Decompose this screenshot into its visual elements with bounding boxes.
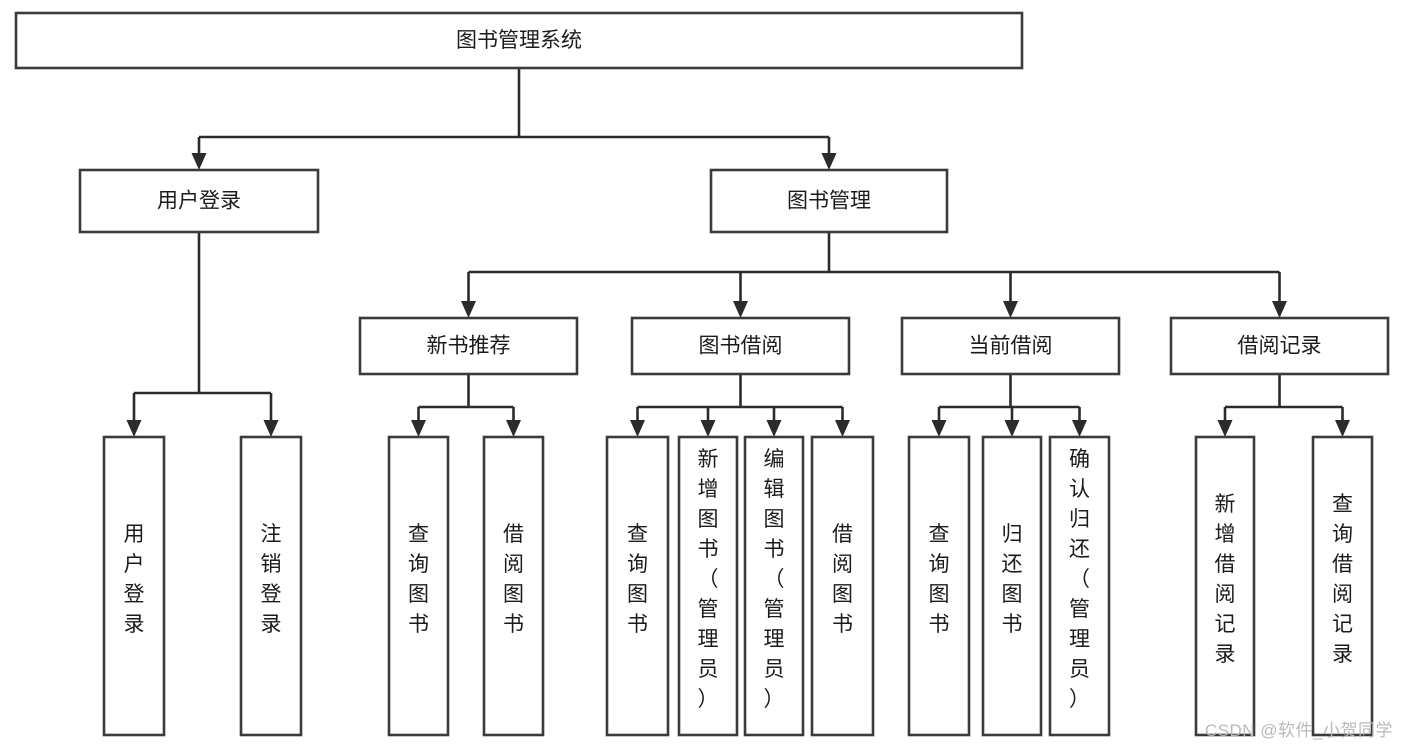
- node-新书推荐[interactable]: 新书推荐: [358, 316, 579, 376]
- node-box[interactable]: [630, 316, 851, 376]
- node-label: 归还图书: [1002, 523, 1023, 636]
- node-label: 编辑图书（管理员）: [764, 448, 785, 711]
- node-label: 查询图书: [627, 523, 648, 636]
- node-注销登录[interactable]: 注销登录: [239, 435, 303, 737]
- node-box[interactable]: [102, 435, 166, 737]
- arrow-head-icon: [263, 420, 279, 437]
- arrow-head-icon: [411, 420, 426, 437]
- node-box[interactable]: [239, 435, 303, 737]
- node-借阅图书[interactable]: 借阅图书: [482, 435, 545, 737]
- node-box[interactable]: [743, 435, 805, 737]
- node-用户登录[interactable]: 用户登录: [78, 168, 320, 234]
- arrow-head-icon: [1335, 420, 1350, 437]
- node-box[interactable]: [14, 11, 1024, 70]
- arrow-head-icon: [461, 301, 476, 318]
- node-新增借阅记录[interactable]: 新增借阅记录: [1194, 435, 1256, 737]
- arrow-head-icon: [506, 420, 521, 437]
- arrow-head-icon: [766, 420, 782, 437]
- node-box[interactable]: [1169, 316, 1390, 376]
- node-box[interactable]: [1194, 435, 1256, 737]
- node-借阅记录[interactable]: 借阅记录: [1169, 316, 1390, 376]
- arrow-head-icon: [931, 420, 947, 437]
- node-box[interactable]: [605, 435, 670, 737]
- node-图书管理系统[interactable]: 图书管理系统: [14, 11, 1024, 70]
- node-label: 借阅图书: [503, 523, 524, 636]
- node-box[interactable]: [358, 316, 579, 376]
- node-图书管理[interactable]: 图书管理: [709, 168, 949, 234]
- node-label: 图书借阅: [699, 335, 783, 358]
- node-新增图书管理员[interactable]: 新增图书（管理员）: [677, 435, 739, 737]
- node-label: 当前借阅: [969, 335, 1053, 358]
- arrow-head-icon: [1004, 420, 1020, 437]
- node-box[interactable]: [810, 435, 875, 737]
- node-确认归还管理员[interactable]: 确认归还（管理员）: [1048, 435, 1111, 737]
- node-box[interactable]: [1048, 435, 1111, 737]
- node-借阅图书[interactable]: 借阅图书: [810, 435, 875, 737]
- arrow-head-icon: [1217, 420, 1233, 437]
- node-查询借阅记录[interactable]: 查询借阅记录: [1311, 435, 1374, 737]
- arrow-head-icon: [1072, 420, 1087, 437]
- node-label: 新增借阅记录: [1215, 493, 1236, 666]
- connector-layer: [126, 68, 1350, 437]
- node-label: 图书管理系统: [456, 29, 582, 52]
- node-box[interactable]: [709, 168, 949, 234]
- node-label: 用户登录: [157, 190, 241, 213]
- arrow-head-icon: [700, 420, 716, 437]
- node-box[interactable]: [1311, 435, 1374, 737]
- arrow-head-icon: [733, 301, 748, 318]
- node-label: 用户登录: [124, 523, 145, 636]
- node-label: 查询借阅记录: [1332, 493, 1353, 666]
- arrow-head-icon: [835, 420, 850, 437]
- arrow-head-icon: [821, 153, 837, 170]
- arrow-head-icon: [1003, 301, 1018, 318]
- node-用户登录[interactable]: 用户登录: [102, 435, 166, 737]
- node-label: 借阅图书: [832, 523, 853, 636]
- node-查询图书[interactable]: 查询图书: [605, 435, 670, 737]
- node-box[interactable]: [981, 435, 1043, 737]
- node-归还图书[interactable]: 归还图书: [981, 435, 1043, 737]
- node-label: 查询图书: [408, 523, 429, 636]
- node-box[interactable]: [677, 435, 739, 737]
- node-查询图书[interactable]: 查询图书: [907, 435, 971, 737]
- node-label: 确认归还（管理员）: [1069, 448, 1090, 711]
- node-label: 借阅记录: [1238, 335, 1322, 358]
- node-图书借阅[interactable]: 图书借阅: [630, 316, 851, 376]
- node-label: 新增图书（管理员）: [698, 448, 719, 711]
- arrow-head-icon: [1272, 301, 1287, 318]
- node-box[interactable]: [78, 168, 320, 234]
- arrow-head-icon: [630, 420, 645, 437]
- node-label: 查询图书: [929, 523, 950, 636]
- node-box[interactable]: [900, 316, 1121, 376]
- node-label: 图书管理: [787, 190, 871, 213]
- node-box[interactable]: [907, 435, 971, 737]
- node-查询图书[interactable]: 查询图书: [387, 435, 450, 737]
- node-box[interactable]: [387, 435, 450, 737]
- node-当前借阅[interactable]: 当前借阅: [900, 316, 1121, 376]
- node-label: 注销登录: [261, 523, 282, 636]
- arrow-head-icon: [126, 420, 142, 437]
- node-label: 新书推荐: [427, 335, 511, 358]
- node-box[interactable]: [482, 435, 545, 737]
- node-layer: 图书管理系统用户登录用户登录注销登录图书管理新书推荐查询图书借阅图书图书借阅查询…: [14, 11, 1390, 737]
- node-编辑图书管理员[interactable]: 编辑图书（管理员）: [743, 435, 805, 737]
- arrow-head-icon: [191, 153, 207, 170]
